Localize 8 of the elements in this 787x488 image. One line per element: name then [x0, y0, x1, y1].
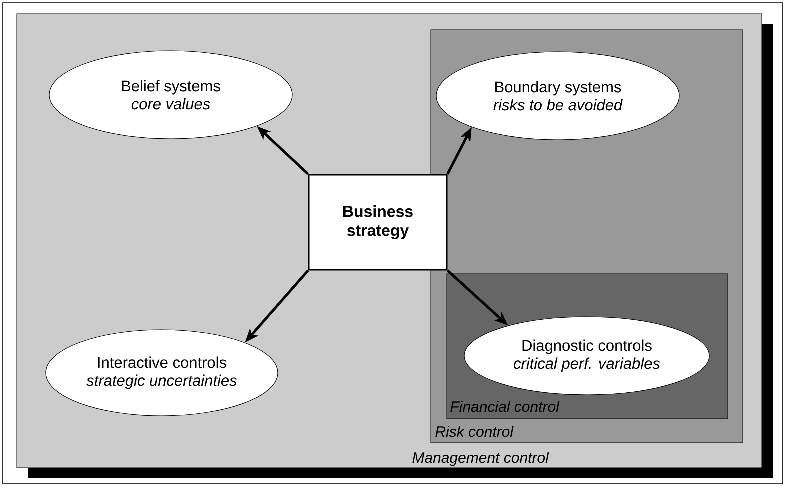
- strategy-box: Business strategy: [308, 174, 448, 271]
- ellipse-node: Boundary systems risks to be avoided: [436, 52, 680, 140]
- ellipse-node: Interactive controls strategic uncertainties: [46, 330, 278, 416]
- ellipse-node: Diagnostic controls critical perf. variables: [464, 316, 710, 396]
- ellipse-node: Belief systems core values: [49, 50, 293, 140]
- area-label: Management control: [412, 452, 550, 466]
- area-label: Financial control: [450, 401, 560, 412]
- area-label: Risk control: [436, 426, 514, 438]
